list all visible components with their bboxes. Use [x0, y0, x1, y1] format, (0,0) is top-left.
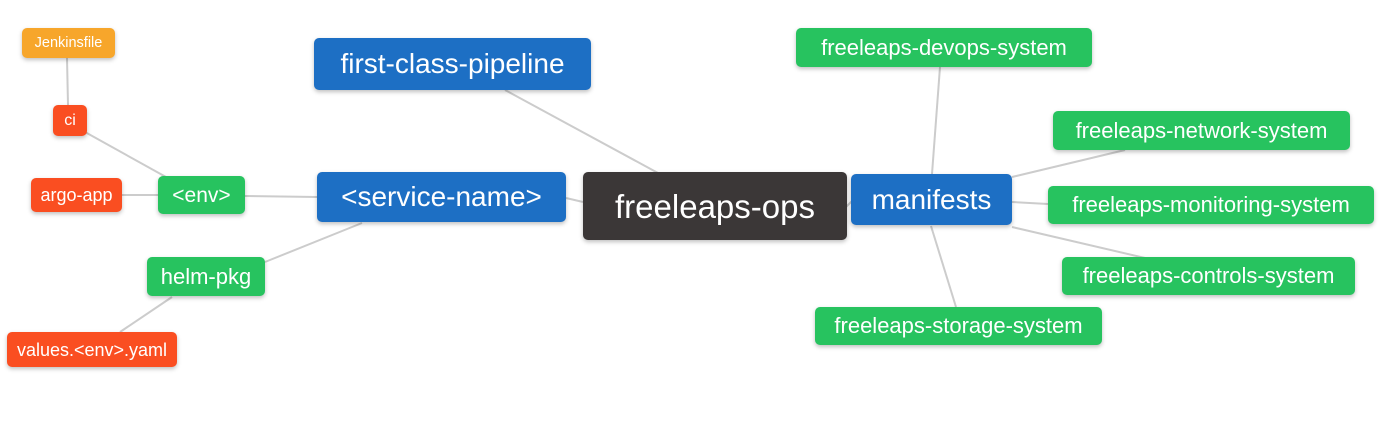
node-argo-app[interactable]: argo-app: [31, 178, 122, 212]
node-freeleaps-monitoring-system[interactable]: freeleaps-monitoring-system: [1048, 186, 1374, 224]
node-freeleaps-ops[interactable]: freeleaps-ops: [583, 172, 847, 240]
edge-ci-env: [84, 131, 167, 178]
edge-manifests-storage: [930, 225, 957, 308]
node-manifests[interactable]: manifests: [851, 174, 1012, 225]
node-helm-pkg[interactable]: helm-pkg: [147, 257, 265, 296]
edge-manifests-network: [1011, 149, 1126, 178]
edge-firstclass-ops: [504, 89, 659, 174]
edge-manifests-monitoring: [1011, 201, 1049, 205]
node-freeleaps-devops-system[interactable]: freeleaps-devops-system: [796, 28, 1092, 67]
node-freeleaps-storage-system[interactable]: freeleaps-storage-system: [815, 307, 1102, 345]
edge-env-servicename: [244, 195, 318, 198]
node-freeleaps-controls-system[interactable]: freeleaps-controls-system: [1062, 257, 1355, 295]
node-jenkinsfile[interactable]: Jenkinsfile: [22, 28, 115, 58]
node-ci[interactable]: ci: [53, 105, 87, 136]
edge-manifests-controls: [1011, 226, 1146, 259]
edge-helmpkg-servicename: [264, 222, 363, 263]
edge-manifests-devops: [931, 66, 941, 175]
node-values-env-yaml[interactable]: values.<env>.yaml: [7, 332, 177, 367]
node-service-name[interactable]: <service-name>: [317, 172, 566, 222]
node-freeleaps-network-system[interactable]: freeleaps-network-system: [1053, 111, 1350, 150]
node-env[interactable]: <env>: [158, 176, 245, 214]
edge-servicename-ops: [565, 197, 584, 203]
node-first-class-pipeline[interactable]: first-class-pipeline: [314, 38, 591, 90]
edge-values-helmpkg: [119, 296, 173, 333]
edge-jenkinsfile-ci: [66, 57, 69, 106]
